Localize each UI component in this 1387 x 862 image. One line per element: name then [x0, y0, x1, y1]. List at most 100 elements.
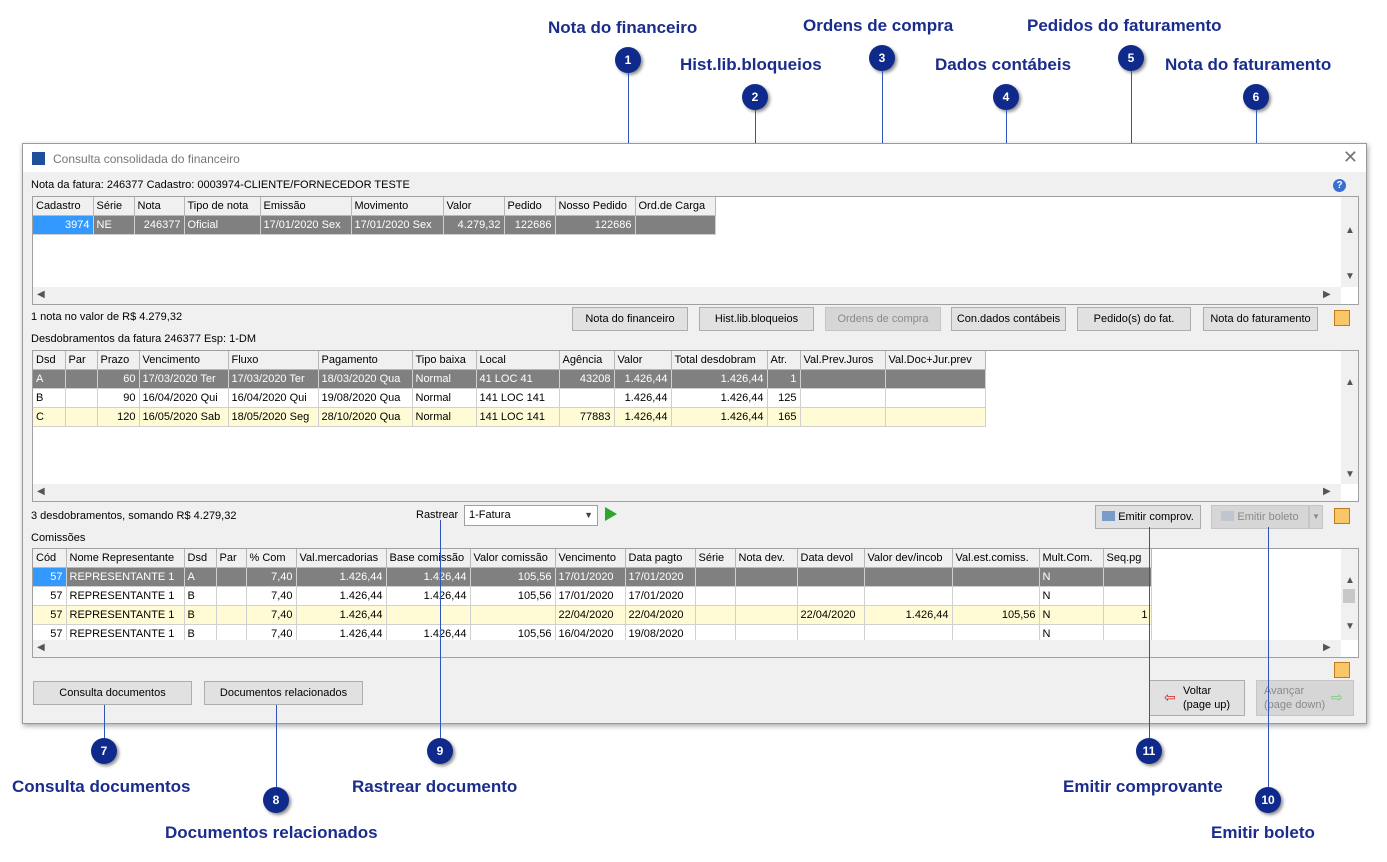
- com-column-header[interactable]: Data pagto: [625, 549, 696, 568]
- desd-column-header[interactable]: Agência: [559, 351, 615, 370]
- nota-faturamento-button[interactable]: Nota do faturamento: [1203, 307, 1318, 331]
- desd-column-header[interactable]: Val.Doc+Jur.prev: [885, 351, 986, 370]
- desd-column-header[interactable]: Prazo: [97, 351, 140, 370]
- notes-column-header[interactable]: Nosso Pedido: [555, 197, 636, 216]
- desdobramentos-vscroll[interactable]: ▲ ▼: [1341, 351, 1358, 484]
- table-cell: 1.426,44: [671, 369, 768, 389]
- com-column-header[interactable]: Cód: [33, 549, 67, 568]
- desd-column-header[interactable]: Total desdobram: [671, 351, 768, 370]
- avancar-label: Avançar: [1264, 685, 1305, 697]
- close-icon[interactable]: ✕: [1342, 147, 1358, 167]
- com-column-header[interactable]: Seq.pg: [1103, 549, 1152, 568]
- com-column-header[interactable]: Base comissão: [386, 549, 471, 568]
- com-column-header[interactable]: Vencimento: [555, 549, 626, 568]
- export-icon[interactable]: [1334, 310, 1350, 326]
- comissoes-vscroll[interactable]: ▲ ▼: [1341, 549, 1358, 640]
- avancar-button[interactable]: Avançar (page down) ⇨: [1256, 680, 1354, 716]
- notes-column-header[interactable]: Pedido: [504, 197, 556, 216]
- notes-column-header[interactable]: Movimento: [351, 197, 444, 216]
- table-cell: 1: [767, 369, 801, 389]
- desd-column-header[interactable]: Par: [65, 351, 98, 370]
- desd-column-header[interactable]: Dsd: [33, 351, 66, 370]
- desd-column-header[interactable]: Val.Prev.Juros: [800, 351, 886, 370]
- dados-contabeis-button[interactable]: Con.dados contábeis: [951, 307, 1066, 331]
- com-column-header[interactable]: % Com: [246, 549, 297, 568]
- notes-column-header[interactable]: Ord.de Carga: [635, 197, 716, 216]
- hist-lib-bloqueios-button[interactable]: Hist.lib.bloqueios: [699, 307, 814, 331]
- export-icon[interactable]: [1334, 662, 1350, 678]
- table-cell: 1.426,44: [296, 567, 387, 587]
- notes-column-header[interactable]: Emissão: [260, 197, 352, 216]
- pedidos-fat-button[interactable]: Pedido(s) do fat.: [1077, 307, 1191, 331]
- notes-column-header[interactable]: Série: [93, 197, 135, 216]
- com-column-header[interactable]: Val.est.comiss.: [952, 549, 1040, 568]
- table-cell: 165: [767, 407, 801, 427]
- com-column-header[interactable]: Nome Representante: [66, 549, 185, 568]
- callout-badge-3: 3: [869, 45, 895, 71]
- table-cell: [885, 407, 986, 427]
- help-icon[interactable]: ?: [1333, 179, 1346, 192]
- consulta-documentos-button[interactable]: Consulta documentos: [33, 681, 192, 705]
- notes-column-header[interactable]: Valor: [443, 197, 505, 216]
- table-cell: [952, 586, 1040, 606]
- notes-column-header[interactable]: Tipo de nota: [184, 197, 261, 216]
- table-cell: 1.426,44: [386, 567, 471, 587]
- rastrear-select[interactable]: 1-Fatura ▼: [464, 505, 598, 526]
- ordens-compra-button[interactable]: Ordens de compra: [825, 307, 941, 331]
- notes-column-header[interactable]: Nota: [134, 197, 185, 216]
- table-cell: [65, 369, 98, 389]
- table-cell: 246377: [134, 215, 185, 235]
- comissoes-scroll-thumb[interactable]: [1343, 589, 1355, 603]
- com-column-header[interactable]: Val.mercadorias: [296, 549, 387, 568]
- play-icon[interactable]: [605, 507, 617, 521]
- main-window: Consulta consolidada do financeiro ✕ Not…: [22, 143, 1367, 724]
- desd-column-header[interactable]: Tipo baixa: [412, 351, 477, 370]
- com-column-header[interactable]: Valor comissão: [470, 549, 556, 568]
- voltar-button[interactable]: ⇦ Voltar (page up): [1149, 680, 1245, 716]
- com-column-header[interactable]: Mult.Com.: [1039, 549, 1104, 568]
- com-column-header[interactable]: Data devol: [797, 549, 865, 568]
- desd-column-header[interactable]: Fluxo: [228, 351, 319, 370]
- desd-column-header[interactable]: Atr.: [767, 351, 801, 370]
- com-column-header[interactable]: Par: [216, 549, 247, 568]
- com-column-header[interactable]: Série: [695, 549, 736, 568]
- arrow-right-icon: ⇨: [1331, 689, 1343, 705]
- table-cell: 16/04/2020: [555, 624, 626, 644]
- callout-label-4: Dados contábeis: [935, 55, 1072, 74]
- table-cell: [65, 407, 98, 427]
- table-cell: [216, 605, 247, 625]
- table-cell: 17/01/2020: [555, 586, 626, 606]
- notes-column-header[interactable]: Cadastro: [33, 197, 94, 216]
- rastrear-value: 1-Fatura: [469, 509, 511, 521]
- table-cell: 57: [33, 586, 67, 606]
- desdobramentos-hscroll[interactable]: ◀ ▶: [33, 484, 1341, 501]
- desd-column-header[interactable]: Local: [476, 351, 560, 370]
- com-column-header[interactable]: Valor dev/incob: [864, 549, 953, 568]
- com-column-header[interactable]: Nota dev.: [735, 549, 798, 568]
- notes-vscroll[interactable]: ▲ ▼: [1341, 197, 1358, 287]
- documentos-relacionados-button[interactable]: Documentos relacionados: [204, 681, 363, 705]
- desd-column-header[interactable]: Pagamento: [318, 351, 413, 370]
- desd-column-header[interactable]: Vencimento: [139, 351, 229, 370]
- nota-financeiro-button[interactable]: Nota do financeiro: [572, 307, 688, 331]
- com-column-header[interactable]: Dsd: [184, 549, 217, 568]
- emitir-boleto-button[interactable]: Emitir boleto: [1211, 505, 1309, 529]
- emitir-boleto-dropdown[interactable]: ▼: [1309, 505, 1323, 529]
- comissoes-hscroll[interactable]: ◀ ▶: [33, 640, 1341, 657]
- emitir-comprov-button[interactable]: Emitir comprov.: [1095, 505, 1201, 529]
- notes-hscroll[interactable]: ◀ ▶: [33, 287, 1341, 304]
- export-icon[interactable]: [1334, 508, 1350, 524]
- callout-line-7: [104, 705, 105, 738]
- desd-column-header[interactable]: Valor: [614, 351, 672, 370]
